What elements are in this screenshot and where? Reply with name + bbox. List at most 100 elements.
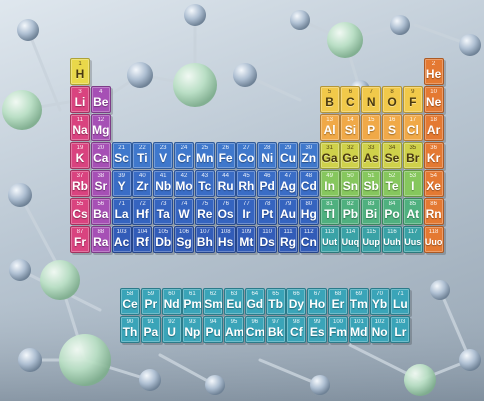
element-symbol: Sr [94,179,108,193]
element-symbol: Ca [93,151,109,165]
atomic-number: 23 [159,145,167,151]
element-symbol: Uuh [383,237,401,247]
element-symbol: Sg [176,235,192,249]
element-symbol: Pm [183,297,203,311]
element-symbol: Co [238,151,255,165]
atomic-number: 103 [395,319,406,325]
atomic-number: 61 [189,291,196,297]
atomic-number: 30 [305,145,313,151]
atomic-number: 74 [180,201,188,207]
atomic-number: 95 [230,319,238,325]
element-symbol: Cu [280,151,296,165]
atomic-number: 82 [347,201,354,207]
atomic-number: 117 [408,229,418,235]
atomic-number: 36 [430,145,437,151]
atomic-number: 16 [388,117,396,123]
element-symbol: Sc [114,151,129,165]
element-symbol: Sn [342,179,359,193]
element-symbol: Rf [136,235,149,249]
element-symbol: Rb [72,179,88,193]
element-symbol: S [387,123,396,137]
element-symbol: F [409,95,417,109]
atomic-number: 55 [76,201,84,207]
atomic-number: 12 [97,117,105,123]
atomic-number: 24 [180,145,188,151]
element-symbol: Y [117,179,126,193]
atomic-number: 34 [388,145,396,151]
element-symbol: Ra [93,235,109,249]
element-symbol: Cf [290,325,303,339]
element-symbol: Zr [136,179,149,193]
element-symbol: Si [344,123,357,137]
element-symbol: Pa [143,325,159,339]
element-symbol: Li [74,95,86,109]
atomic-number: 26 [222,145,229,151]
element-symbol: No [371,325,388,339]
element-symbol: Po [384,207,400,221]
atomic-number: 4 [99,89,103,95]
atomic-number: 115 [366,229,376,235]
element-symbol: Br [406,151,420,165]
element-symbol: Ar [426,123,441,137]
atomic-number: 21 [118,145,125,151]
element-symbol: Pr [144,297,158,311]
element-symbol: Ga [321,151,338,165]
element-symbol: Pb [342,207,359,221]
atomic-number: 116 [387,229,397,235]
atomic-number: 47 [284,173,292,179]
element-symbol: I [411,179,415,193]
atomic-number: 72 [139,201,146,207]
element-symbol: Ds [259,235,275,249]
element-symbol: Uuq [341,237,360,247]
element-symbol: Na [72,123,88,137]
element-symbol: Mo [175,179,193,193]
atomic-number: 18 [430,117,437,123]
atomic-number: 44 [222,173,229,179]
element-symbol: In [324,179,335,193]
element-symbol: Ba [93,207,109,221]
element-symbol: Ce [122,297,138,311]
atomic-number: 51 [367,173,375,179]
atomic-number: 19 [76,145,84,151]
atomic-number: 25 [201,145,209,151]
atomic-number: 92 [168,319,175,325]
element-symbol: Fm [329,325,347,339]
element-symbol: Xe [426,179,441,193]
element-symbol: Ne [425,95,442,109]
element-symbol: Tl [324,207,335,221]
element-symbol: H [75,67,85,81]
atomic-number: 8 [390,89,394,95]
element-symbol: Ge [342,151,359,165]
atomic-number: 106 [178,229,189,235]
element-symbol: Rn [425,207,442,221]
atomic-number: 87 [76,229,84,235]
atomic-number: 10 [430,89,437,95]
